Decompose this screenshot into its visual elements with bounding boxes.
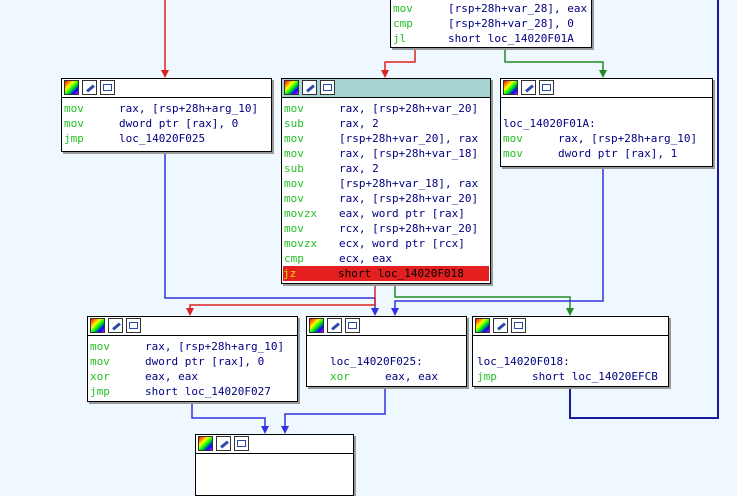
code-block-top[interactable]: mov[rsp+28h+var_28], eax cmp[rsp+28h+var… — [390, 0, 592, 48]
instruction-line[interactable]: mov[rsp+28h+var_20], rax — [284, 132, 479, 145]
location-label[interactable]: loc_14020F01A: — [503, 117, 596, 130]
edit-pencil-icon[interactable] — [108, 318, 123, 333]
group-nodes-icon[interactable] — [100, 80, 115, 95]
edit-pencil-icon[interactable] — [327, 318, 342, 333]
block-header — [473, 317, 668, 336]
arrowhead — [161, 70, 169, 78]
edge-flow — [191, 400, 266, 430]
color-palette-icon[interactable] — [284, 80, 299, 95]
color-palette-icon[interactable] — [309, 318, 324, 333]
arrowhead — [186, 308, 194, 316]
color-palette-icon[interactable] — [64, 80, 79, 95]
color-palette-icon[interactable] — [90, 318, 105, 333]
edge-false — [384, 46, 416, 75]
edit-pencil-icon[interactable] — [493, 318, 508, 333]
group-nodes-icon[interactable] — [234, 436, 249, 451]
edit-pencil-icon[interactable] — [82, 80, 97, 95]
edge-loop — [569, 0, 719, 419]
edge-true — [504, 46, 604, 75]
edit-pencil-icon[interactable] — [521, 80, 536, 95]
block-header — [307, 317, 466, 336]
color-palette-icon[interactable] — [475, 318, 490, 333]
arrowhead — [261, 426, 269, 434]
block-header — [62, 79, 271, 98]
group-nodes-icon[interactable] — [539, 80, 554, 95]
group-nodes-icon[interactable] — [345, 318, 360, 333]
edge-flow — [284, 385, 386, 430]
location-label[interactable]: loc_14020F018: — [477, 355, 570, 368]
edge-flow — [394, 167, 604, 313]
color-palette-icon[interactable] — [503, 80, 518, 95]
group-nodes-icon[interactable] — [511, 318, 526, 333]
block-header — [282, 79, 490, 98]
arrowhead — [281, 426, 289, 434]
graph-edges — [161, 0, 719, 434]
arrowhead — [381, 70, 389, 78]
instruction-line[interactable]: mov[rsp+28h+var_28], eax — [393, 2, 588, 15]
instruction-line[interactable]: cmp[rsp+28h+var_28], 0 — [393, 17, 574, 30]
code-block-final[interactable] — [195, 434, 354, 496]
edit-pencil-icon[interactable] — [216, 436, 231, 451]
instruction-line[interactable]: mov[rsp+28h+var_18], rax — [284, 177, 479, 190]
group-nodes-icon[interactable] — [126, 318, 141, 333]
color-palette-icon[interactable] — [198, 436, 213, 451]
arrowhead — [566, 308, 574, 316]
arrowhead — [371, 308, 379, 316]
arrowhead — [599, 70, 607, 78]
block-header — [88, 317, 297, 336]
edit-pencil-icon[interactable] — [302, 80, 317, 95]
location-label[interactable]: loc_14020F025: — [330, 355, 423, 368]
edge-true — [394, 284, 571, 313]
block-header — [501, 79, 712, 98]
group-nodes-icon[interactable] — [320, 80, 335, 95]
block-header — [196, 435, 353, 454]
arrowhead — [391, 308, 399, 316]
